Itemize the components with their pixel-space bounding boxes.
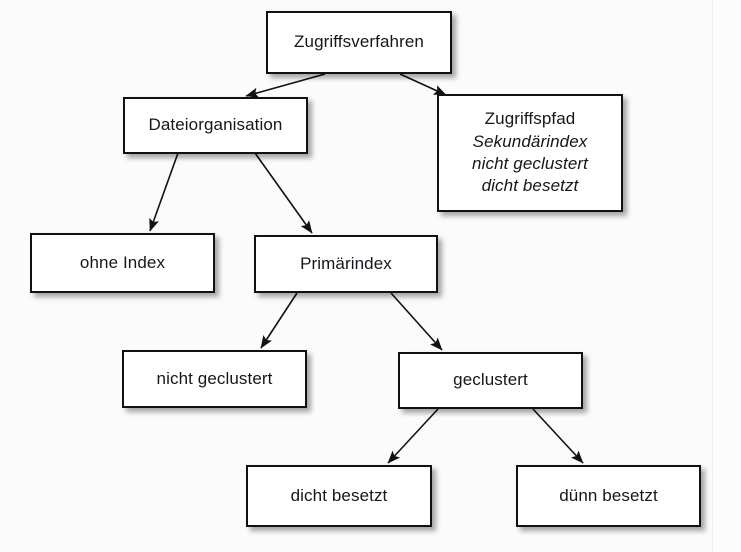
- edge-geclustert-dicht-besetzt: [387, 408, 439, 464]
- node-dicht-besetzt[interactable]: dicht besetzt: [246, 465, 432, 527]
- edge-primaerindex-geclustert: [390, 292, 443, 351]
- node-geclustert-label: geclustert: [453, 370, 528, 390]
- node-dateiorganisation-label: Dateiorganisation: [148, 115, 283, 135]
- edge-zugriffsverfahren-zugriffspfad: [399, 73, 447, 96]
- node-zugriffsverfahren-label: Zugriffsverfahren: [294, 32, 424, 52]
- node-nicht-geclustert-label: nicht geclustert: [156, 368, 273, 388]
- right-divider-line: [712, 0, 713, 552]
- node-dateiorganisation[interactable]: Dateiorganisation: [123, 97, 308, 154]
- node-zugriffsverfahren[interactable]: Zugriffsverfahren: [266, 11, 452, 74]
- node-duenn-besetzt[interactable]: dünn besetzt: [516, 465, 701, 527]
- node-zugriffspfad[interactable]: Zugriffspfad Sekundärindex nicht geclust…: [437, 94, 623, 212]
- node-zugriffspfad-line-1: Zugriffspfad: [484, 109, 576, 129]
- edge-zugriffsverfahren-dateiorganisation: [245, 73, 326, 98]
- node-geclustert[interactable]: geclustert: [398, 352, 583, 409]
- node-duenn-besetzt-label: dünn besetzt: [559, 485, 658, 505]
- node-zugriffspfad-line-3: nicht geclustert: [472, 154, 588, 173]
- node-zugriffspfad-line-4: dicht besetzt: [481, 176, 579, 196]
- right-margin-panel: [713, 0, 741, 552]
- edge-geclustert-duenn-besetzt: [532, 408, 584, 464]
- edge-dateiorganisation-primaerindex: [254, 152, 313, 234]
- node-dicht-besetzt-label: dicht besetzt: [290, 485, 388, 505]
- node-primaerindex-label: Primärindex: [300, 253, 392, 273]
- node-nicht-geclustert[interactable]: nicht geclustert: [122, 350, 307, 408]
- node-primaerindex[interactable]: Primärindex: [254, 235, 438, 293]
- edge-primaerindex-nicht-geclustert: [260, 292, 298, 349]
- node-zugriffspfad-line-2: Sekundärindex: [472, 131, 588, 151]
- node-ohne-index[interactable]: ohne Index: [30, 233, 215, 293]
- edge-dateiorganisation-ohne-index: [149, 152, 179, 232]
- node-ohne-index-label: ohne Index: [79, 252, 166, 272]
